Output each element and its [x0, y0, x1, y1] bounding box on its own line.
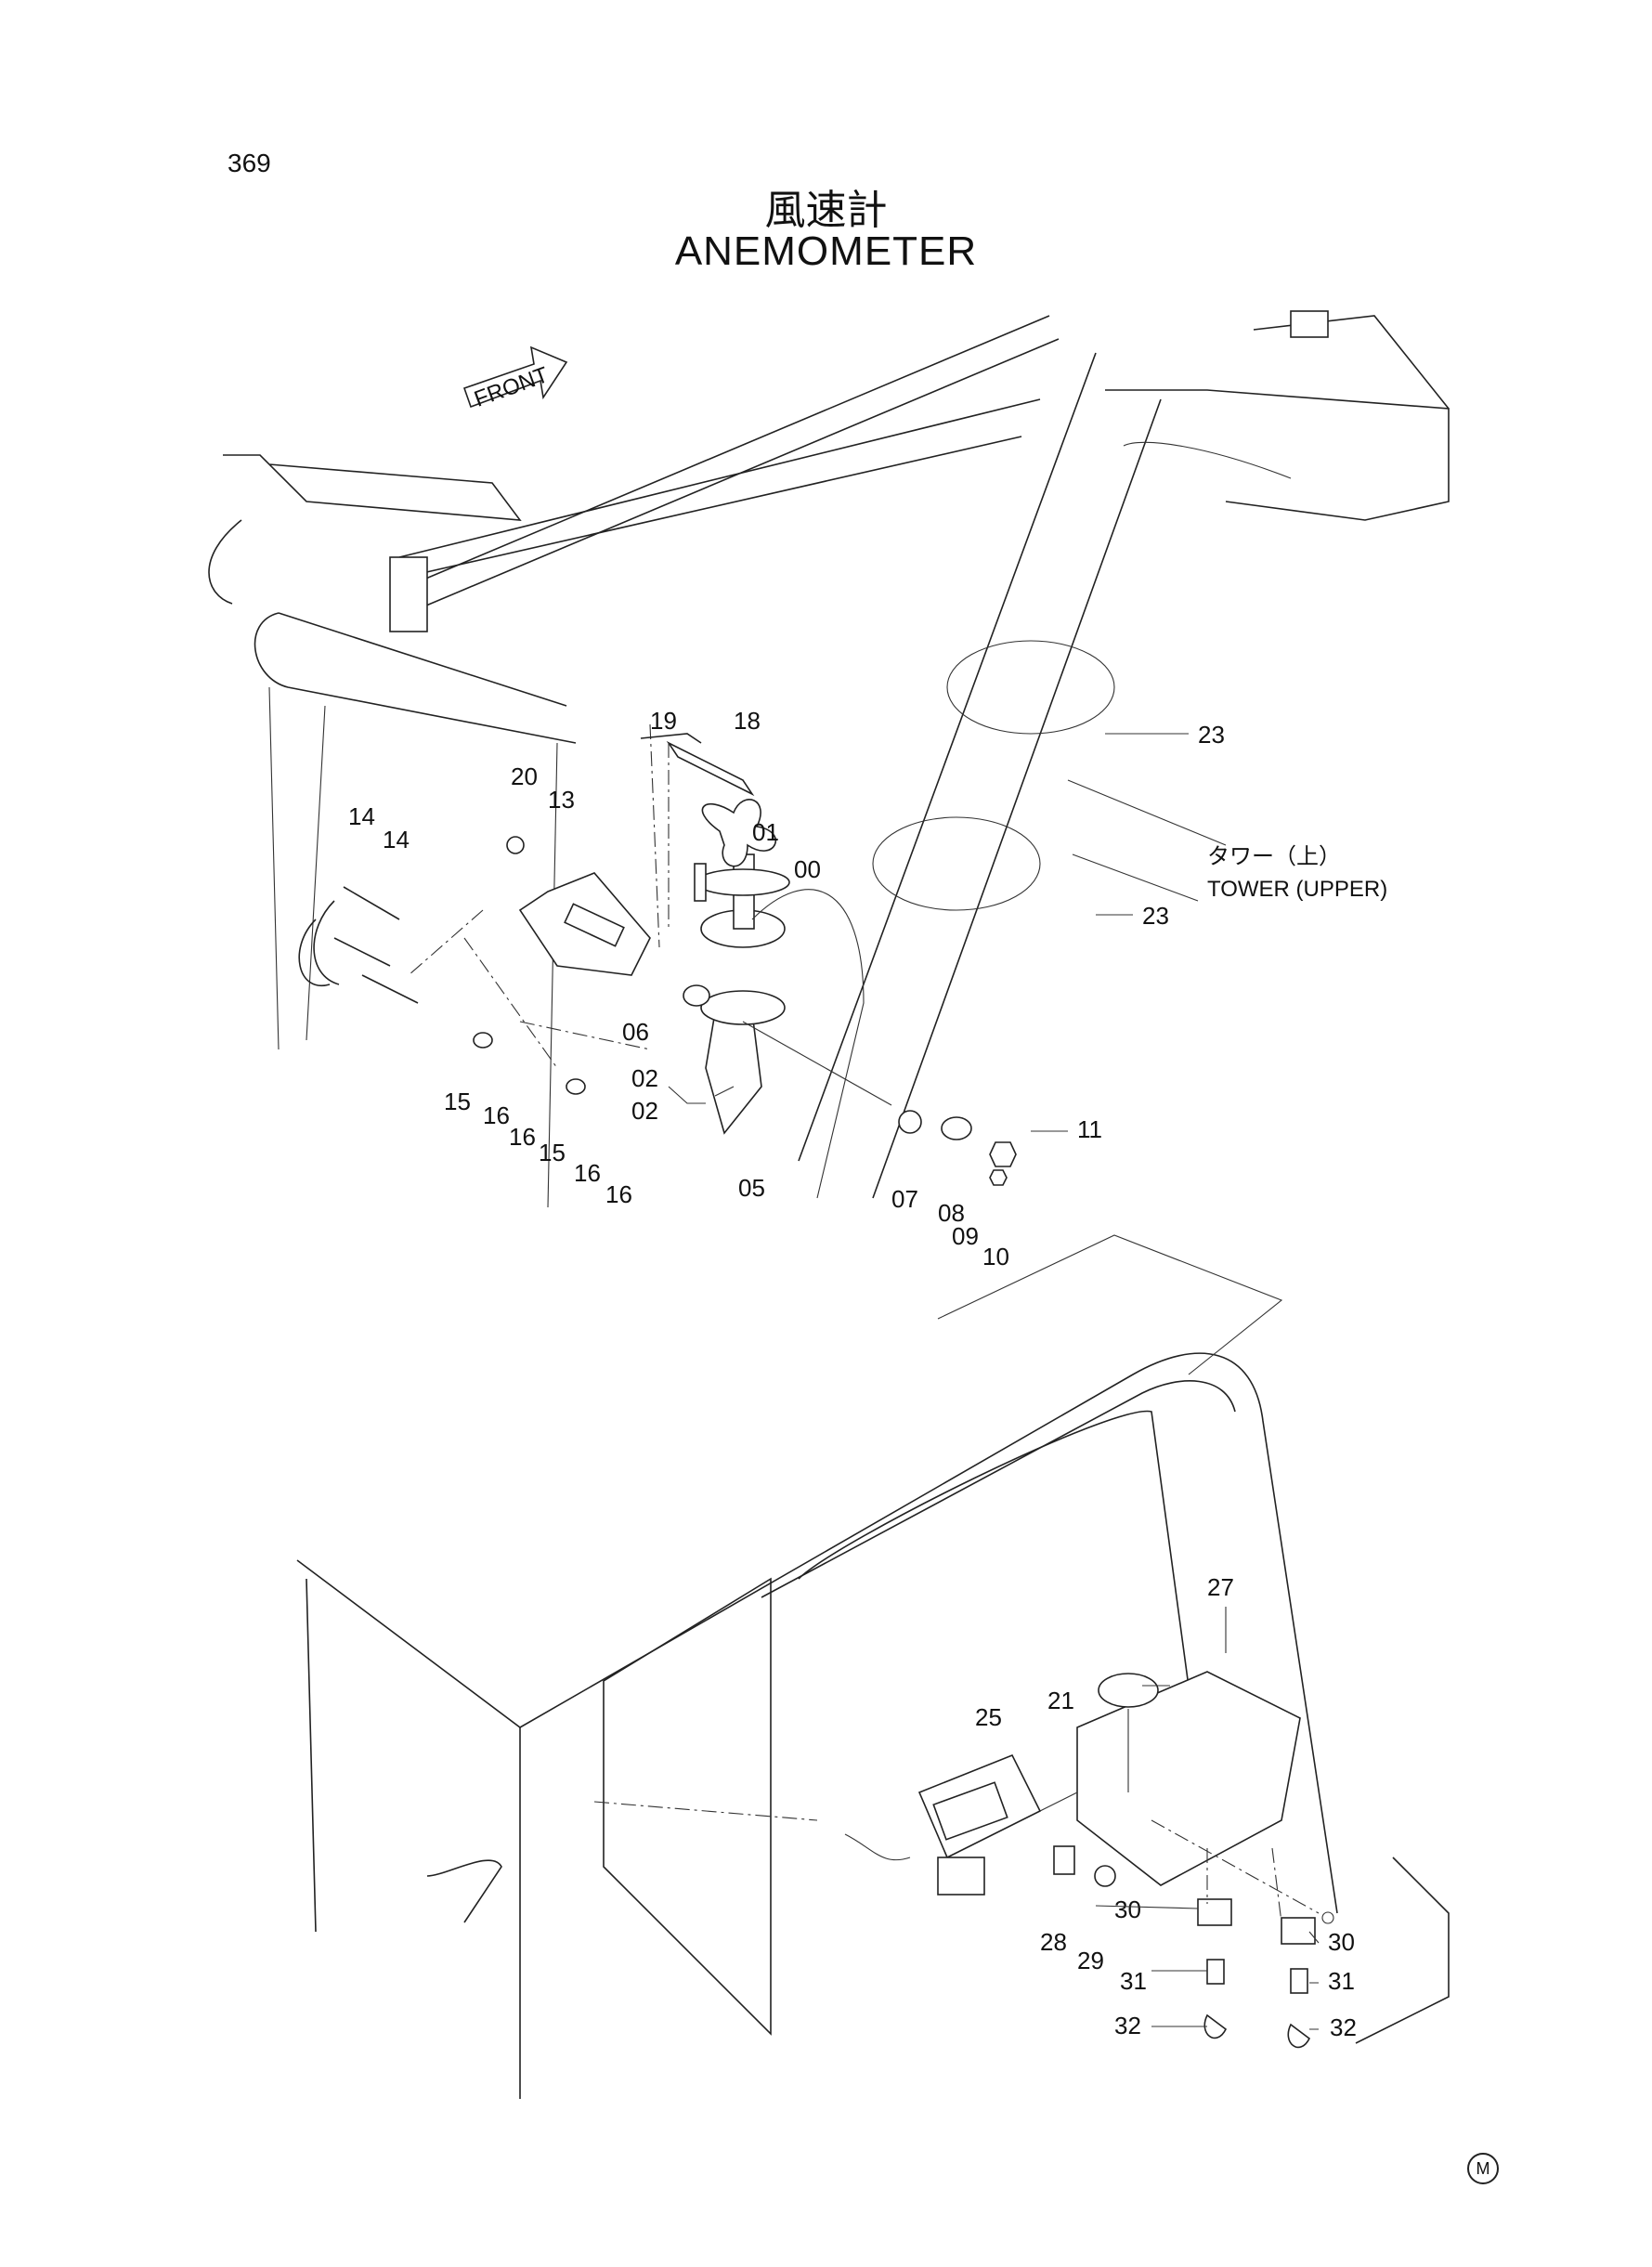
tower-upper	[798, 310, 1450, 1199]
tower-label-english: TOWER (UPPER)	[1207, 877, 1387, 902]
callout-09: 09	[952, 1222, 979, 1250]
callout-25: 25	[975, 1703, 1002, 1731]
callout-13: 13	[548, 786, 575, 814]
callout-30: 30	[1114, 1896, 1141, 1923]
callout-16: 16	[483, 1101, 510, 1129]
callout-02: 02	[631, 1064, 658, 1092]
callout-05: 05	[738, 1174, 765, 1202]
callout-18: 18	[734, 707, 761, 735]
anemometer-assembly	[649, 723, 892, 1199]
callout-16: 16	[605, 1180, 632, 1208]
operator-cab	[296, 1234, 1450, 2099]
callout-14: 14	[383, 826, 410, 853]
title-english: ANEMOMETER	[674, 228, 978, 274]
m-mark-badge: M	[1467, 2153, 1499, 2184]
callout-32: 32	[1114, 2012, 1141, 2039]
tower-label-japanese: タワー（上）	[1207, 843, 1341, 869]
callout-16: 16	[509, 1123, 536, 1151]
callout-14: 14	[348, 802, 375, 830]
callout-10: 10	[982, 1243, 1009, 1270]
callout-11: 11	[1077, 1115, 1102, 1143]
callout-28: 28	[1040, 1928, 1067, 1956]
callout-23: 23	[1198, 721, 1225, 749]
callout-27: 27	[1207, 1573, 1234, 1601]
callout-06: 06	[622, 1018, 649, 1046]
callout-08: 08	[938, 1199, 965, 1227]
callout-15: 15	[444, 1088, 471, 1115]
bracket-assembly	[298, 733, 1017, 1186]
callout-15: 15	[539, 1139, 566, 1166]
machine-frame-upper	[208, 315, 1060, 1208]
callout-30: 30	[1328, 1928, 1355, 1956]
callout-07: 07	[891, 1185, 918, 1213]
callout-32: 32	[1330, 2013, 1357, 2041]
callout-29: 29	[1077, 1947, 1104, 1974]
leader-lines	[668, 733, 1320, 2030]
title-japanese: 風速計	[764, 187, 888, 234]
callout-00: 00	[794, 855, 821, 883]
callout-20: 20	[511, 762, 538, 790]
callout-labels: 00 01 02 02 05 06 07 08 09 10 11 13 14 1…	[348, 707, 1357, 2041]
front-arrow-icon: FRONT	[462, 345, 568, 412]
callout-31: 31	[1328, 1967, 1355, 1995]
callout-19: 19	[650, 707, 677, 735]
callout-01: 01	[752, 818, 779, 846]
callout-16: 16	[574, 1159, 601, 1187]
callout-31: 31	[1120, 1967, 1147, 1995]
display-unit-assembly	[844, 1671, 1334, 2049]
front-label: FRONT	[471, 362, 552, 412]
page-number: 369	[228, 149, 271, 177]
callout-21: 21	[1047, 1687, 1074, 1714]
callout-02: 02	[631, 1097, 658, 1125]
callout-23: 23	[1142, 902, 1169, 930]
